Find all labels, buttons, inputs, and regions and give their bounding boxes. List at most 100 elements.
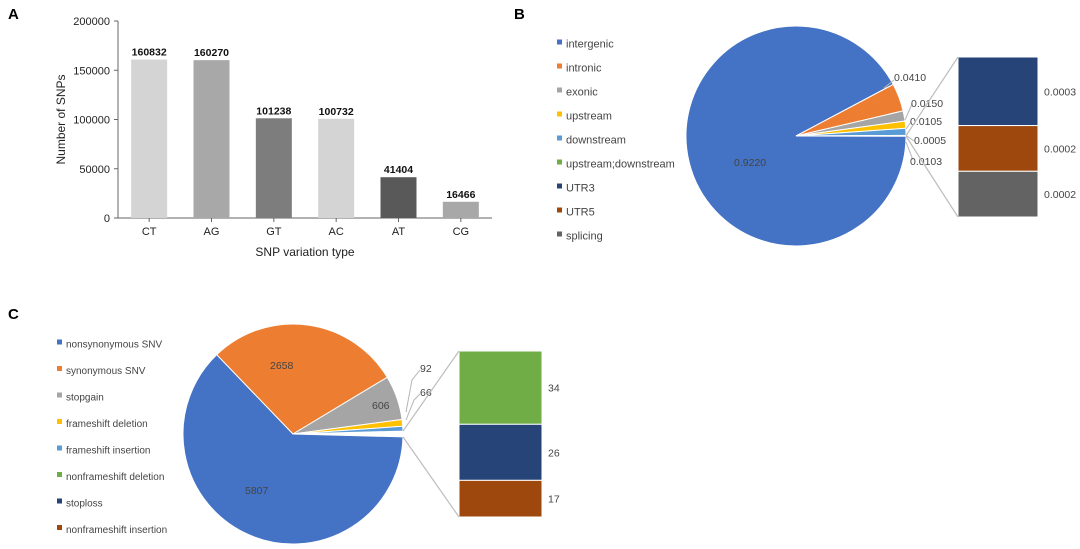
legend-swatch (57, 392, 62, 398)
pie-slice-synonymous-snv (216, 323, 388, 435)
x-axis-title: SNP variation type (255, 245, 354, 259)
bar-value-label: 160832 (132, 47, 167, 59)
x-tick-label: GT (266, 226, 282, 238)
bar-segment-splicing (957, 170, 1039, 218)
x-tick-label: CT (142, 226, 157, 238)
leader-line (904, 103, 913, 121)
bar-segment-utr5 (957, 125, 1039, 172)
leader-line (905, 121, 912, 130)
legend-label: UTR3 (566, 183, 595, 195)
pie-data-label: 0.0103 (910, 156, 942, 168)
bar-segment-label: 0.0003 (1044, 86, 1076, 98)
legend-label: downstream (566, 135, 626, 147)
legend-swatch (57, 498, 62, 504)
pie-data-label: 66 (420, 387, 432, 399)
bar-ac (318, 118, 355, 218)
bar-segment-label: 26 (548, 447, 560, 459)
legend-swatch (57, 339, 62, 345)
y-axis-title: Number of SNPs (54, 74, 68, 164)
legend-swatch (557, 39, 562, 45)
legend-label: splicing (566, 231, 603, 243)
bar-segment-utr3 (957, 56, 1039, 127)
legend-swatch (557, 207, 562, 213)
legend-label: stoploss (66, 499, 103, 510)
bar-value-label: 100732 (319, 106, 354, 118)
leader-line (905, 141, 914, 161)
pie-data-label: 0.0105 (910, 116, 942, 128)
x-tick-label: AG (204, 226, 220, 238)
legend-label: intergenic (566, 39, 614, 51)
leader-line (883, 79, 895, 89)
bar-ag (193, 60, 230, 218)
bar-ct (131, 59, 168, 219)
leader-line (405, 369, 421, 413)
bar-segment-nonframeshift-insertion (458, 479, 543, 518)
x-tick-label: AT (392, 226, 406, 238)
bar-at (380, 177, 417, 218)
legend-swatch (57, 472, 62, 477)
legend-swatch (557, 111, 562, 117)
legend-label: UTR5 (566, 207, 595, 219)
bar-value-label: 101238 (256, 105, 291, 117)
bar-segment-label: 0.0002 (1044, 143, 1076, 155)
y-tick-label: 150000 (73, 65, 110, 77)
panel-letter-b: B (514, 6, 525, 23)
y-tick-label: 0 (104, 213, 110, 225)
connector-line-bottom (402, 436, 460, 518)
legend-label: nonsynonymous SNV (66, 340, 162, 351)
pie-data-label: 0.9220 (734, 157, 766, 169)
bar-chart-panel-a: 050000100000150000200000160832CT160270AG… (54, 16, 492, 259)
bar-segment-label: 17 (548, 494, 560, 506)
bar-value-label: 41404 (384, 164, 413, 176)
legend-label: upstream (566, 111, 612, 123)
pie-data-label: 5807 (245, 485, 269, 497)
pie-data-label: 92 (420, 363, 432, 375)
x-tick-label: CG (453, 226, 470, 238)
legend-swatch (57, 419, 62, 424)
bar-value-label: 16466 (446, 189, 475, 201)
legend-label: intronic (566, 63, 602, 75)
legend-swatch (557, 87, 562, 93)
x-tick-label: AC (329, 226, 344, 238)
y-tick-label: 50000 (79, 164, 110, 176)
legend-swatch (557, 135, 562, 141)
leader-line (906, 135, 915, 142)
pie-slice-nonsynonymous-snv (182, 353, 404, 545)
legend-swatch (57, 445, 62, 451)
legend-swatch (57, 525, 62, 530)
bar-segment-label: 34 (548, 383, 560, 395)
pie-data-label: 0.0005 (914, 135, 946, 147)
legend-label: frameshift deletion (66, 419, 148, 430)
connector-line-top (905, 56, 959, 137)
connector-line-bottom (905, 135, 959, 218)
pie-data-label: 0.0410 (894, 72, 926, 84)
legend-label: upstream;downstream (566, 159, 675, 171)
bar-segment-label: 0.0002 (1044, 189, 1076, 201)
legend-label: nonframeshift insertion (66, 525, 167, 536)
bar-segment-stoploss (458, 423, 543, 481)
pie-chart-panel-b: intergenic intronic exonic upstream downstre… (557, 25, 1076, 247)
legend-label: frameshift insertion (66, 446, 150, 457)
bar-cg (442, 201, 479, 218)
bar-gt (255, 118, 292, 218)
legend-label: exonic (566, 87, 598, 99)
bar-segment-nonframeshift-deletion (458, 350, 543, 425)
pie-chart-panel-c: nonsynonymous SNV synonymous SNV stopgain f… (57, 323, 560, 545)
legend-label: stopgain (66, 393, 104, 404)
legend-swatch (557, 63, 562, 69)
legend-swatch (57, 366, 62, 371)
y-tick-label: 200000 (73, 16, 110, 28)
panel-letter-c: C (8, 306, 19, 323)
legend-swatch (557, 159, 562, 165)
legend-swatch (557, 231, 562, 237)
pie-data-label: 606 (372, 400, 390, 412)
pie-data-label: 2658 (270, 360, 294, 372)
legend-label: synonymous SNV (66, 366, 146, 377)
pie-slice-other (292, 430, 404, 438)
y-tick-label: 100000 (73, 115, 110, 127)
legend-swatch (557, 183, 562, 189)
legend-label: nonframeshift deletion (66, 472, 164, 483)
connector-line-top (402, 350, 460, 432)
leader-line (405, 393, 421, 421)
